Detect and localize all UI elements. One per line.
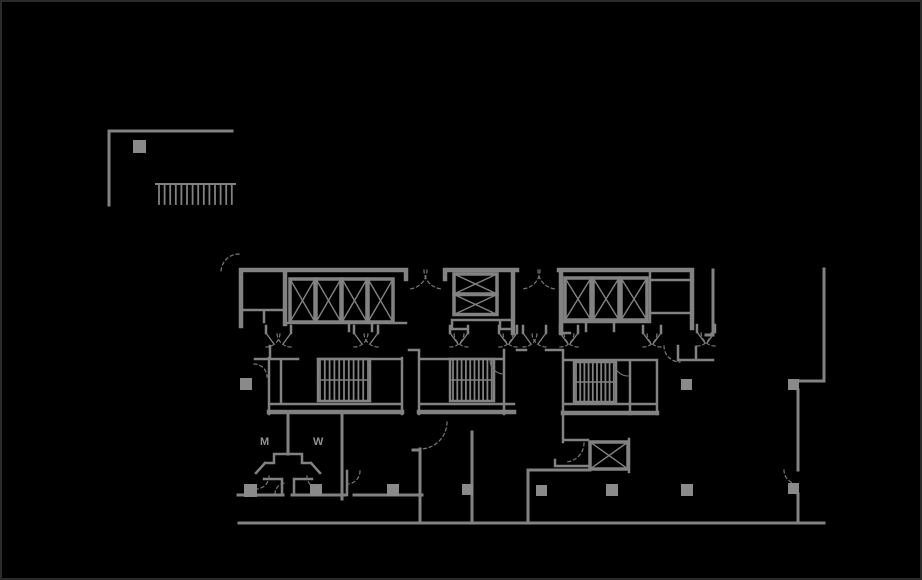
door-swing-arc [564, 442, 585, 463]
service-closet [553, 411, 631, 474]
shaft-cross [589, 441, 629, 470]
west-elevator-shafts [288, 277, 395, 324]
elevator-shaft [452, 292, 499, 317]
service-shaft-box [588, 440, 630, 471]
ramp-hatch [158, 184, 233, 205]
door-leaf [537, 332, 547, 345]
elevator-block-east [556, 267, 695, 336]
column [310, 484, 322, 496]
shaft-cross [620, 277, 648, 321]
door-swing-arc [346, 470, 361, 485]
structural-columns [133, 140, 799, 497]
door-leaf [369, 332, 379, 345]
entry-door-arcs [220, 253, 558, 290]
door-swing-arc [559, 332, 575, 348]
door-swing-arc [663, 345, 681, 363]
column [240, 378, 252, 390]
restroom-vestibule [254, 452, 322, 475]
ramp-wall [107, 129, 234, 207]
east-elevator-shafts [563, 276, 649, 322]
shaft-cross [592, 277, 620, 321]
door-leaf [522, 332, 532, 345]
door-swing-arc [423, 269, 444, 290]
door-swing-arc [646, 332, 662, 348]
door-swing-arc [419, 421, 448, 450]
door-swing-arc [253, 363, 268, 378]
door-swing-arc [563, 332, 579, 348]
door-swing-arc [498, 332, 514, 348]
stairwell-center [416, 348, 517, 416]
restrooms: M W [254, 412, 344, 501]
column [788, 483, 799, 494]
door-swing-arc [489, 359, 505, 375]
door-swing-arc [353, 332, 369, 348]
door-leaf [265, 332, 275, 345]
corridor-east-end [663, 268, 715, 363]
room-southeast [526, 468, 592, 525]
shaft-cross [341, 278, 368, 323]
elevator-block-west [238, 267, 409, 333]
door-swing-arc [783, 469, 799, 485]
column [462, 484, 473, 495]
shaft-cross [453, 293, 498, 316]
elevator-block-center [442, 267, 520, 336]
lower-rooms [236, 411, 631, 525]
column [244, 484, 257, 497]
door-swing-arc [449, 332, 465, 348]
door-swing-arc [407, 269, 428, 290]
stairwell-east [560, 349, 660, 416]
elevator-shaft [619, 276, 649, 322]
stall-walls [262, 477, 314, 495]
ramp-area [107, 129, 236, 207]
column [133, 140, 146, 153]
door-swing-arc [276, 332, 292, 348]
shaft-cross [453, 273, 498, 295]
center-elevator-shafts [452, 272, 499, 317]
elevator-shaft [366, 277, 395, 324]
shaft-cross [367, 278, 394, 323]
door-swing-arc [255, 475, 270, 490]
column [788, 379, 799, 390]
door-swing-arc [613, 361, 629, 377]
door-leaf [282, 332, 292, 345]
door-swing-arc [700, 331, 716, 347]
door-swing-arc [363, 332, 379, 348]
door-swing-arc [265, 332, 281, 348]
door-swing-arc [453, 332, 469, 348]
room-southwest [411, 430, 474, 525]
column [681, 379, 692, 390]
elevator-shaft [588, 440, 630, 471]
elevator-shaft [591, 276, 621, 322]
womens-room-label: W [313, 436, 324, 448]
door-swing-arc [274, 482, 287, 495]
door-swing-arc [220, 253, 240, 273]
column [387, 484, 399, 496]
door-swing-arc [537, 269, 558, 290]
door-swing-arc [522, 332, 538, 348]
stairwell-west [253, 344, 405, 416]
door-swing-arc [520, 269, 541, 290]
elevator-shaft [563, 276, 593, 322]
shaft-cross [289, 278, 316, 323]
door-leaf [353, 332, 363, 345]
mens-room-label: M [260, 436, 269, 448]
door-swing-arc [642, 332, 658, 348]
door-swing-arc [531, 332, 547, 348]
column [681, 484, 693, 496]
column [606, 484, 618, 496]
column [536, 485, 547, 496]
shaft-cross [315, 278, 342, 323]
door-swing-arc [502, 332, 518, 348]
corridor-double-doors [264, 323, 717, 348]
shaft-cross [564, 277, 592, 321]
